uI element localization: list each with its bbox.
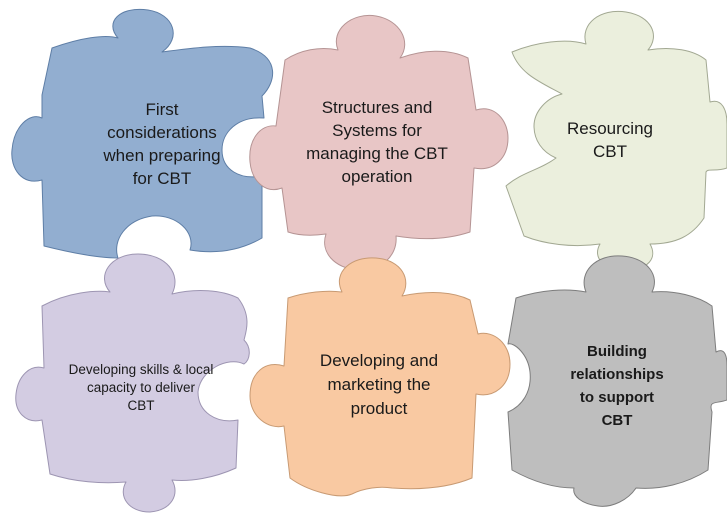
piece-label-structures: Structures and Systems for managing the … [306, 98, 448, 186]
piece-label-skills: Developing skills & local capacity to de… [68, 362, 214, 413]
puzzle-piece-first-considerations [11, 8, 274, 259]
piece-label-relationships: Building relationships to support CBT [570, 343, 664, 429]
puzzle-piece-resourcing [505, 10, 727, 271]
puzzle-piece-skills [15, 253, 250, 513]
puzzle-piece-relationships [507, 255, 727, 507]
piece-label-product: Developing and marketing the product [319, 351, 439, 418]
puzzle-piece-product [249, 257, 511, 497]
piece-label-resourcing: Resourcing CBT [567, 119, 653, 161]
piece-label-first-considerations: First considerations when preparing for … [103, 100, 221, 188]
puzzle-piece-structures [249, 14, 509, 271]
